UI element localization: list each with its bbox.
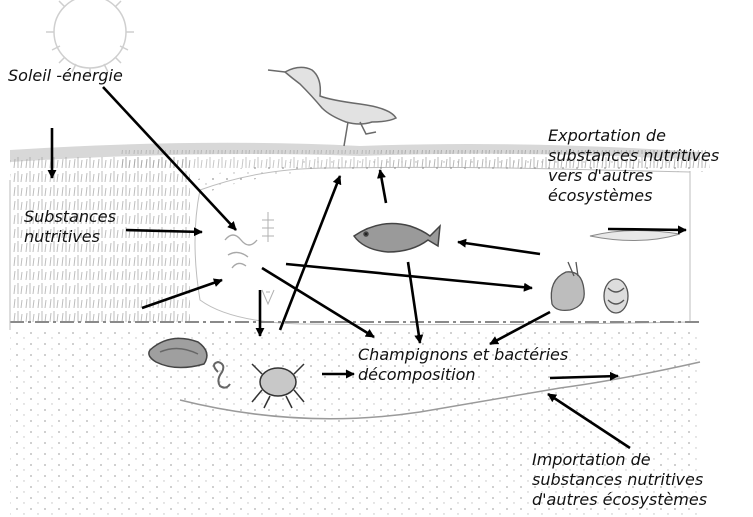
label-sun-energy: Soleil -énergie xyxy=(8,66,123,86)
label-nutrients: Substances nutritives xyxy=(24,207,116,247)
arrow-export xyxy=(608,229,686,230)
label-import: Importation de substances nutritives d'a… xyxy=(532,450,707,510)
shell-icon xyxy=(604,279,628,313)
sun-icon xyxy=(46,0,134,76)
label-export: Exportation de substances nutritives ver… xyxy=(548,126,719,206)
label-decomposers: Champignons et bactéries décomposition xyxy=(358,345,568,385)
heron-icon xyxy=(268,67,396,146)
